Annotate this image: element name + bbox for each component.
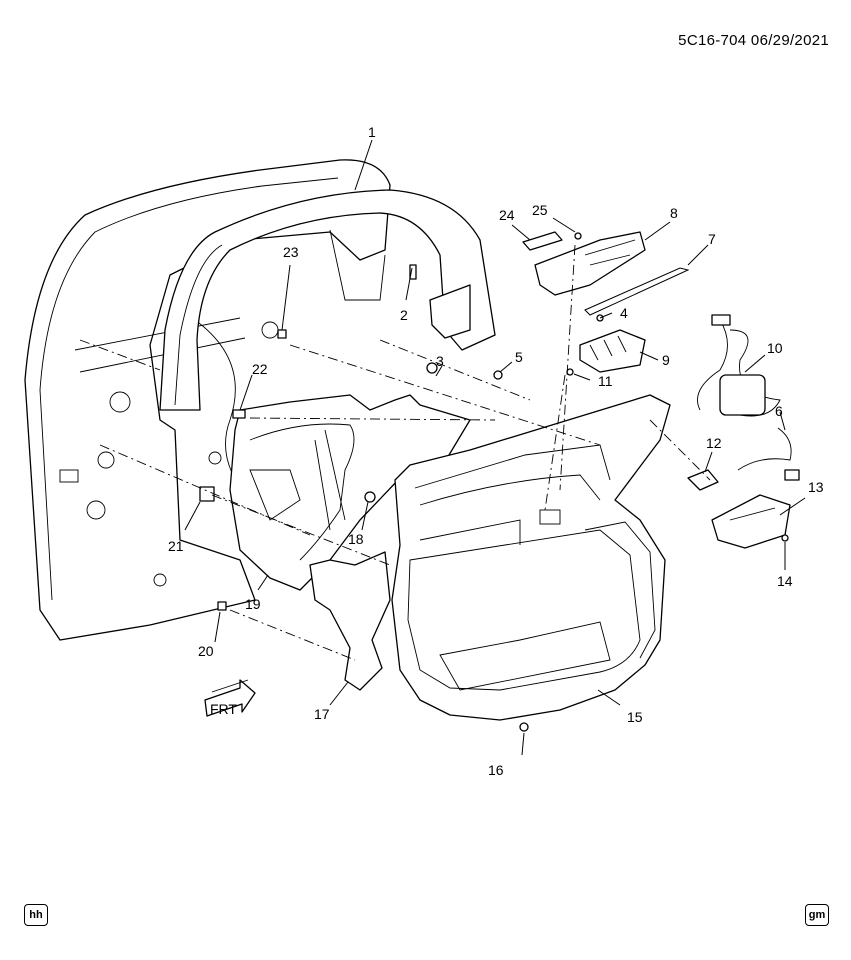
fasteners bbox=[199, 232, 789, 732]
callout-11: 11 bbox=[598, 373, 613, 389]
callout-18: 18 bbox=[348, 531, 364, 547]
callout-12: 12 bbox=[706, 435, 722, 451]
callout-3: 3 bbox=[436, 353, 444, 369]
part-9-window-switch bbox=[579, 329, 646, 373]
diagram-reference: 5C16-704 06/29/2021 bbox=[678, 32, 829, 49]
callout-16: 16 bbox=[488, 762, 504, 778]
part-6-harness bbox=[737, 427, 800, 481]
alignment-lines bbox=[79, 244, 711, 661]
part-17-sound-pad bbox=[309, 551, 391, 691]
part-13-handle bbox=[711, 494, 791, 549]
callout-9: 9 bbox=[662, 352, 670, 368]
callout-23: 23 bbox=[283, 244, 299, 260]
callout-2: 2 bbox=[400, 307, 408, 323]
callout-5: 5 bbox=[515, 349, 523, 365]
part-19-deflector bbox=[229, 394, 471, 591]
callout-10: 10 bbox=[767, 340, 783, 356]
part-24-pad bbox=[522, 231, 563, 251]
callout-numbers: 1 2 3 4 5 6 7 8 9 10 11 12 13 14 15 16 1… bbox=[168, 124, 824, 778]
part-7-rod bbox=[584, 267, 690, 316]
callout-22: 22 bbox=[252, 361, 268, 377]
callout-20: 20 bbox=[198, 643, 214, 659]
callout-8: 8 bbox=[670, 205, 678, 221]
callout-13: 13 bbox=[808, 479, 824, 495]
callout-6: 6 bbox=[775, 403, 783, 419]
part-15-trim-panel bbox=[391, 394, 671, 721]
callout-15: 15 bbox=[627, 709, 643, 725]
callout-19: 19 bbox=[245, 596, 261, 612]
part-8-switch-bezel bbox=[534, 231, 646, 296]
source-badge-hh: hh bbox=[24, 904, 48, 926]
callout-21: 21 bbox=[168, 538, 184, 554]
frt-label: FRT bbox=[210, 701, 237, 717]
callout-25: 25 bbox=[532, 202, 548, 218]
part-12-switch bbox=[687, 469, 719, 491]
callout-17: 17 bbox=[314, 706, 330, 722]
part-10-harness bbox=[697, 314, 781, 417]
brand-badge-gm: gm bbox=[805, 904, 829, 926]
callout-1: 1 bbox=[368, 124, 376, 140]
front-direction-marker: FRT bbox=[204, 679, 256, 717]
callout-4: 4 bbox=[620, 305, 628, 321]
callout-14: 14 bbox=[777, 573, 793, 589]
callout-7: 7 bbox=[708, 231, 716, 247]
callout-24: 24 bbox=[499, 207, 515, 223]
callout-leaders bbox=[184, 139, 806, 756]
part-1-upper-trim bbox=[159, 189, 496, 411]
